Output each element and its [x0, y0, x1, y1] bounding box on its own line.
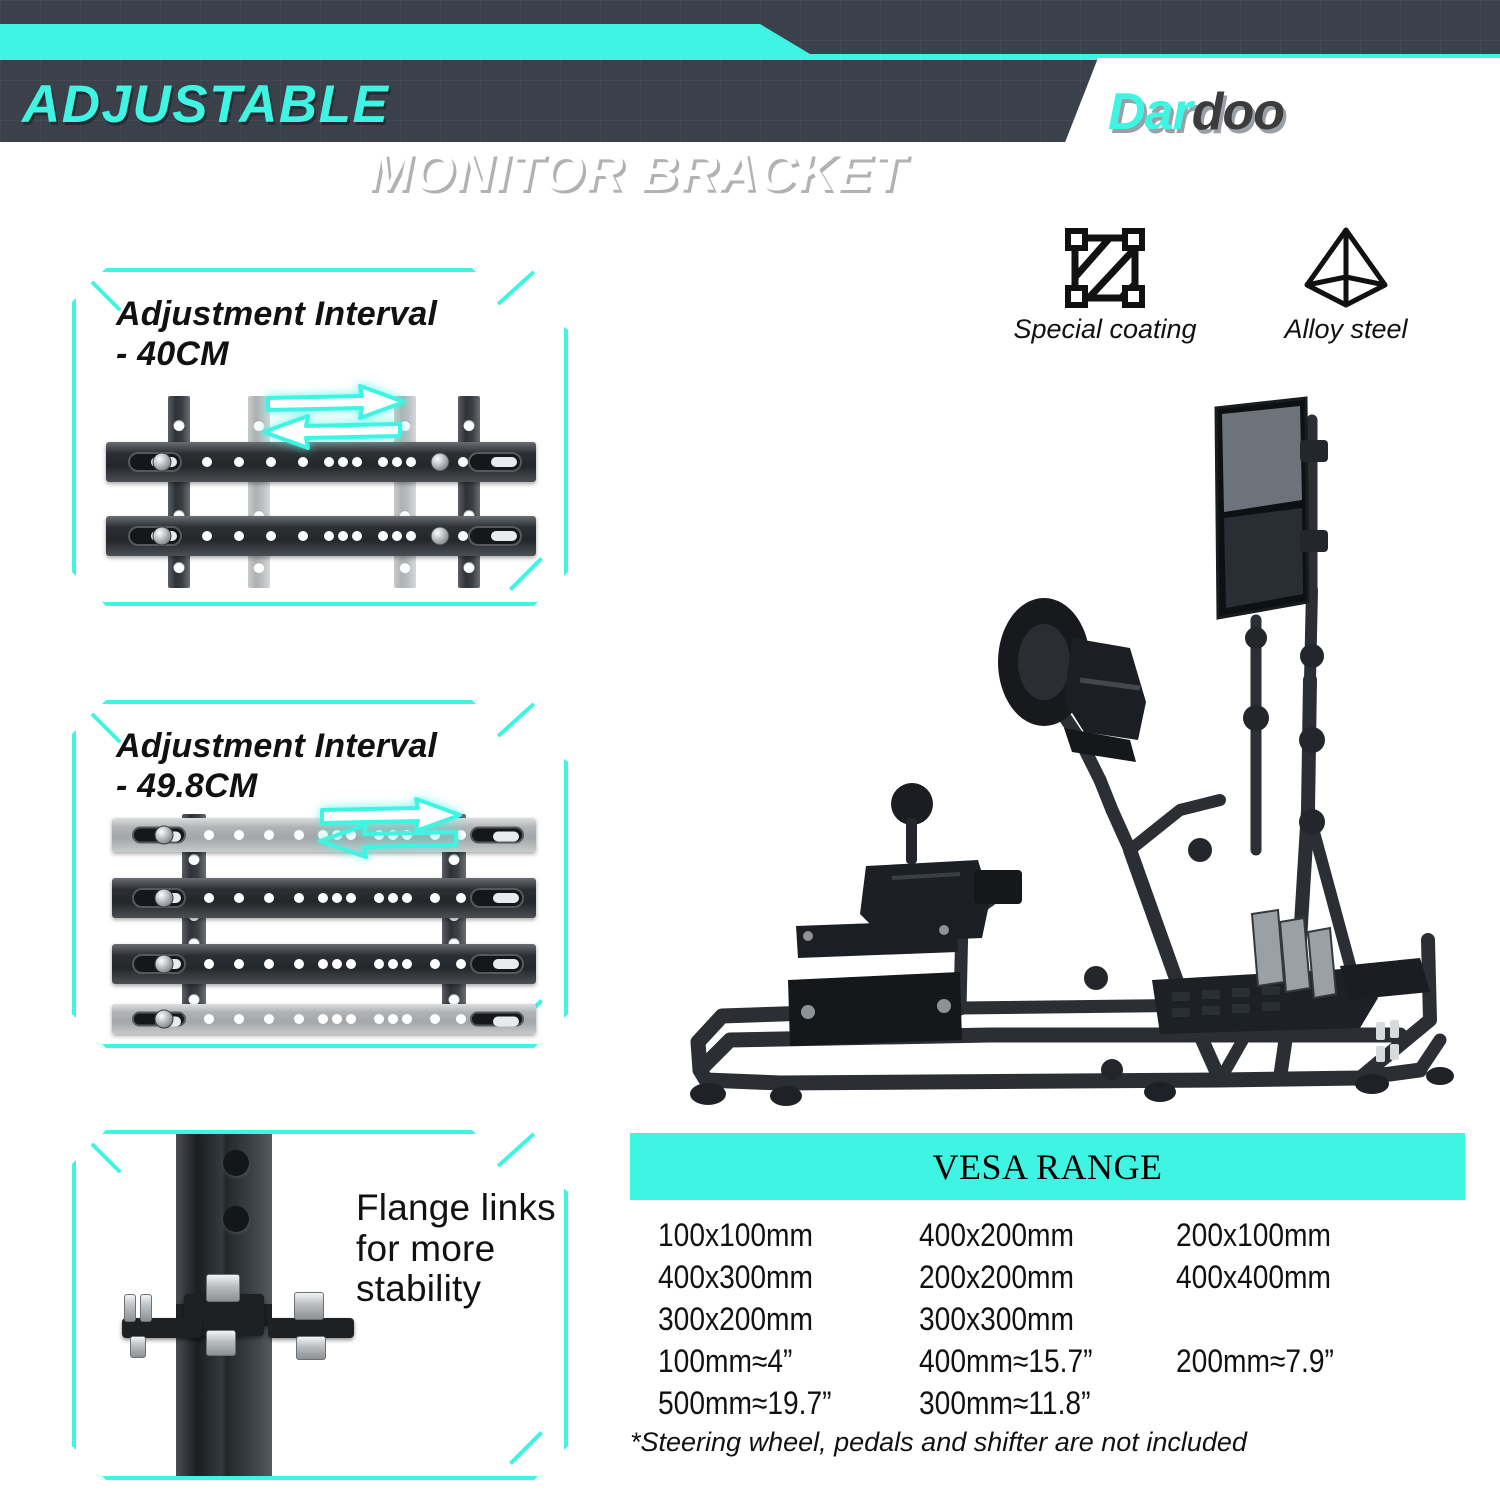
table-row: 100mm≈4” 400mm≈15.7” 200mm≈7.9” — [658, 1340, 1437, 1382]
shifter — [860, 783, 1022, 942]
brand-logo-plate — [1030, 58, 1500, 232]
bracket-bar — [106, 442, 536, 482]
monitor — [1214, 396, 1328, 620]
panel-adjustment-interval-40: Adjustment Interval - 40CM — [72, 268, 568, 606]
flange-arm-right — [268, 1318, 354, 1338]
pedals — [1152, 908, 1430, 1034]
vesa-cell: 300x200mm — [658, 1300, 813, 1337]
vesa-heading-text: VESA RANGE — [932, 1146, 1163, 1187]
adjust-direction-arrows — [308, 796, 468, 860]
product-photo-racing-stand — [660, 380, 1500, 1120]
vesa-disclaimer-note: *Steering wheel, pedals and shifter are … — [630, 1427, 1247, 1457]
feature-special-coating: Special coating — [985, 222, 1225, 345]
flange-bolt — [130, 1336, 146, 1358]
corner-accent-tick — [496, 1132, 536, 1168]
bracket-bar — [112, 1004, 536, 1034]
vesa-table-heading: VESA RANGE — [630, 1133, 1465, 1200]
flange-bolt — [296, 1336, 326, 1360]
flange-bolt — [124, 1294, 136, 1322]
panel-adjustment-interval-498: Adjustment Interval - 49.8CM — [72, 700, 568, 1048]
bracket-rail — [168, 396, 190, 588]
table-row: 300x200mm 300x300mm — [658, 1298, 1437, 1340]
bracket-rail — [458, 396, 480, 588]
page-title-secondary: MONITOR BRACKET — [368, 143, 907, 202]
table-row: 100x100mm 400x200mm 200x100mm — [658, 1214, 1437, 1256]
vesa-cell: 400x200mm — [919, 1216, 1075, 1253]
feature-label: Alloy steel — [1284, 314, 1408, 344]
vesa-cell: 100x100mm — [658, 1216, 813, 1253]
flange-bolt — [206, 1274, 240, 1302]
table-row: 500mm≈19.7” 300mm≈11.8” — [658, 1382, 1437, 1424]
vesa-cell: 300mm≈11.8” — [919, 1384, 1091, 1421]
vesa-cell: 400x400mm — [1175, 1258, 1331, 1295]
panel-title: Flange links for more stability — [356, 1187, 556, 1310]
vesa-range-table: VESA RANGE 100x100mm 400x200mm 200x100mm… — [630, 1133, 1465, 1421]
brand-logo: Dardoo — [1108, 82, 1285, 142]
feature-alloy-steel: Alloy steel — [1241, 222, 1451, 345]
vesa-cell: 500mm≈19.7” — [658, 1384, 832, 1421]
bracket-bar — [112, 878, 536, 918]
brand-logo-part2: doo — [1191, 83, 1285, 141]
flange-bolt — [140, 1294, 152, 1322]
bracket-bar — [106, 516, 536, 556]
page-header: ADJUSTABLE MONITOR BRACKET Dardoo — [0, 0, 1500, 232]
bracket-artwork-40cm — [106, 388, 536, 588]
vesa-cell: 200x200mm — [919, 1258, 1075, 1295]
vesa-cell: 400mm≈15.7” — [919, 1342, 1093, 1379]
flange-arm-left — [122, 1318, 202, 1338]
feature-icon-group: Special coating Alloy steel — [975, 222, 1445, 382]
vesa-cell: 200x100mm — [1175, 1216, 1331, 1253]
vesa-cell: 300x300mm — [919, 1300, 1075, 1337]
flange-bolt — [206, 1330, 236, 1356]
vesa-cell: 100mm≈4” — [658, 1342, 793, 1379]
corner-accent-tick — [496, 702, 536, 738]
flange-photo — [176, 1134, 272, 1476]
support-plate — [788, 920, 962, 1046]
rear-vents — [1376, 1020, 1399, 1062]
brand-logo-part1: Dar — [1108, 83, 1193, 141]
page-title-primary: ADJUSTABLE — [22, 75, 390, 134]
panel-flange-links: Flange links for more stability — [72, 1130, 568, 1480]
vesa-table-body: 100x100mm 400x200mm 200x100mm 400x300mm … — [630, 1200, 1465, 1421]
vesa-cell: 400x300mm — [658, 1258, 813, 1295]
feature-label: Special coating — [1013, 314, 1197, 344]
bracket-bar — [112, 944, 536, 984]
flange-bolt — [294, 1292, 324, 1320]
steering-wheel — [998, 598, 1146, 762]
vesa-cell: 200mm≈7.9” — [1175, 1342, 1334, 1379]
panel-frame — [72, 700, 568, 1048]
frame-feet — [690, 1067, 1454, 1106]
panel-title: Adjustment Interval - 49.8CM — [116, 727, 438, 806]
special-coating-icon — [985, 222, 1225, 314]
adjustment-knobs — [1084, 627, 1325, 1081]
table-row: 400x300mm 200x200mm 400x400mm — [658, 1256, 1437, 1298]
bracket-artwork-498cm — [112, 814, 536, 1034]
adjust-direction-arrows — [254, 380, 414, 452]
panel-title: Adjustment Interval - 40CM — [116, 295, 438, 374]
corner-accent-tick — [496, 270, 536, 306]
alloy-steel-pyramid-icon — [1241, 222, 1451, 314]
